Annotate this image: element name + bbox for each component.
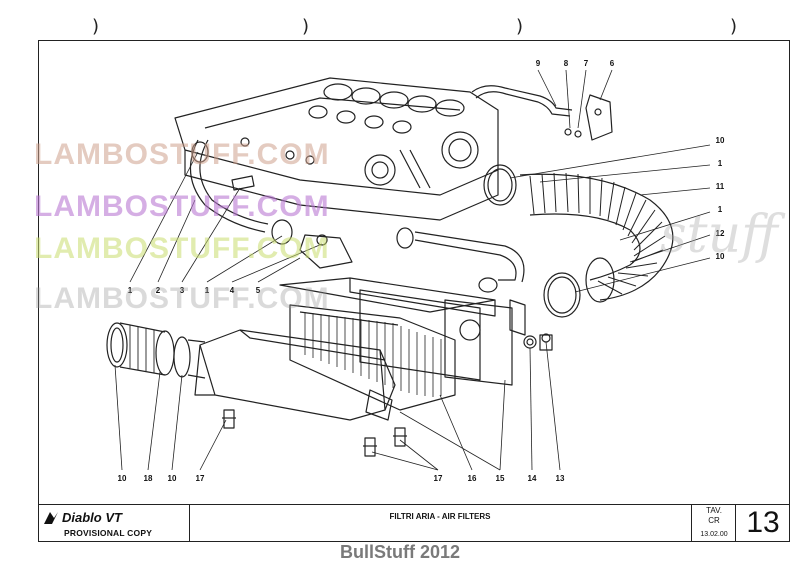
hose-clamp bbox=[483, 164, 517, 206]
sheet-number: 13 bbox=[746, 506, 780, 539]
table-ref: TAV. CR bbox=[692, 506, 736, 526]
callout-16: 16 bbox=[468, 474, 477, 483]
watermark-script: stuff bbox=[660, 205, 778, 265]
header-mark-1: ) bbox=[92, 16, 100, 37]
callout-10d: 10 bbox=[168, 474, 177, 483]
callout-10a: 10 bbox=[716, 136, 725, 145]
air-filter-box bbox=[279, 277, 513, 411]
callout-1d: 1 bbox=[205, 286, 210, 295]
watermark-3: LAMBOSTUFF.COM bbox=[34, 232, 330, 265]
callout-9: 9 bbox=[536, 59, 541, 68]
header-mark-3: ) bbox=[516, 16, 524, 37]
tav-code: CR bbox=[708, 516, 720, 525]
drawing-frame bbox=[38, 40, 790, 505]
callout-1b: 1 bbox=[718, 205, 723, 214]
title-block bbox=[38, 505, 790, 542]
callout-6: 6 bbox=[610, 59, 615, 68]
corrugated-hose bbox=[519, 172, 674, 301]
callout-10b: 10 bbox=[716, 252, 725, 261]
callout-1c: 1 bbox=[128, 286, 133, 295]
tav-date: 13.02.00 bbox=[700, 531, 728, 538]
callout-1a: 1 bbox=[718, 159, 723, 168]
callout-15: 15 bbox=[496, 474, 505, 483]
callout-5: 5 bbox=[256, 286, 261, 295]
intake-trumpet bbox=[106, 322, 206, 379]
watermark-1: LAMBOSTUFF.COM bbox=[34, 138, 330, 171]
svg-text:Diablo VT: Diablo VT bbox=[62, 510, 123, 525]
callout-8: 8 bbox=[564, 59, 569, 68]
diablo-logo-icon: Diablo VT bbox=[44, 510, 123, 525]
callout-14: 14 bbox=[528, 474, 537, 483]
callout-10c: 10 bbox=[118, 474, 127, 483]
breather-hose bbox=[471, 85, 573, 111]
callout-18: 18 bbox=[144, 474, 153, 483]
provisional-copy-label: PROVISIONAL COPY bbox=[64, 528, 153, 538]
callout-12: 12 bbox=[716, 229, 725, 238]
callouts: 9 8 7 6 10 1 11 1 12 10 1 2 3 1 4 5 10 1… bbox=[118, 59, 725, 483]
callout-11: 11 bbox=[716, 182, 725, 191]
header-mark-2: ) bbox=[302, 16, 310, 37]
lower-air-housing bbox=[194, 329, 396, 421]
intake-manifold bbox=[174, 77, 499, 221]
callout-2: 2 bbox=[156, 286, 161, 295]
callout-7: 7 bbox=[584, 59, 589, 68]
rubber-mount bbox=[223, 409, 235, 429]
small-hose bbox=[189, 139, 266, 233]
callout-17a: 17 bbox=[196, 474, 205, 483]
footer-credit: BullStuff 2012 bbox=[339, 542, 461, 562]
leader-lines bbox=[114, 69, 711, 471]
sensor-bracket bbox=[299, 234, 353, 269]
watermark-2: LAMBOSTUFF.COM bbox=[34, 190, 330, 223]
sheet-title: FILTRI ARIA - AIR FILTERS bbox=[389, 512, 491, 521]
callout-3: 3 bbox=[180, 286, 185, 295]
watermark-4: LAMBOSTUFF.COM bbox=[34, 282, 330, 315]
bracket bbox=[585, 94, 613, 141]
callout-4: 4 bbox=[230, 286, 235, 295]
callout-17b: 17 bbox=[434, 474, 443, 483]
tav-label: TAV. bbox=[706, 506, 722, 515]
header-mark-4: ) bbox=[730, 16, 738, 37]
callout-13: 13 bbox=[556, 474, 565, 483]
